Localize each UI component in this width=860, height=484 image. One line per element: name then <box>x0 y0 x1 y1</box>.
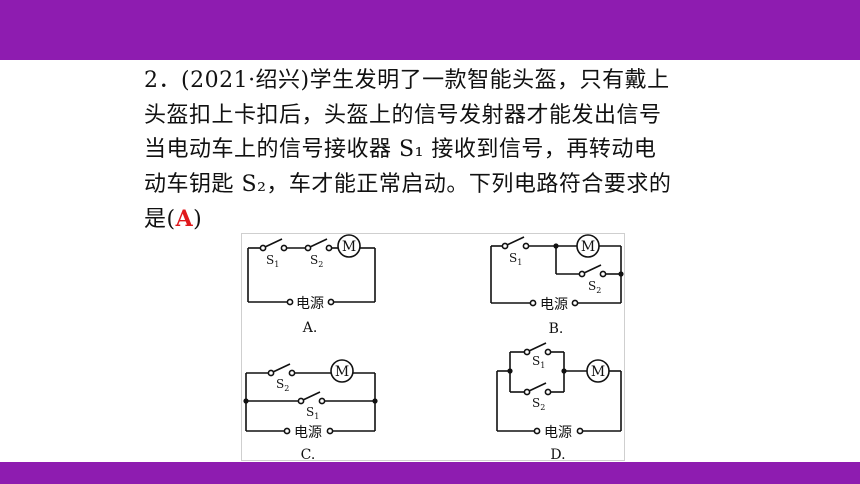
bottom-banner <box>0 462 860 484</box>
switch-label-s2: S2 <box>310 253 323 269</box>
switch-label-s1: S1 <box>306 405 319 421</box>
question-line: 2．(2021·绍兴)学生发明了一款智能头盔，只有戴上 <box>144 68 670 93</box>
option-label-d: D. <box>550 447 565 462</box>
circuit-diagrams: M M M M 电源 电源 电源 电源 A. B. C. D. S1 S2 S1… <box>243 234 624 462</box>
switch-label-s2: S2 <box>532 396 545 412</box>
option-label-b: B. <box>549 321 564 337</box>
motor-label-a: M <box>342 239 356 255</box>
question-text: 2．(2021·绍兴)学生发明了一款智能头盔，只有戴上 头盔扣上卡扣后，头盔上的… <box>144 64 724 238</box>
power-label-d: 电源 <box>544 425 572 441</box>
power-label-b: 电源 <box>540 297 568 313</box>
circuit-a <box>247 234 376 306</box>
top-banner <box>0 0 860 60</box>
answer-suffix: ) <box>193 207 203 232</box>
switch-label-s1: S1 <box>509 251 522 267</box>
motor-label-d: M <box>591 364 605 380</box>
question-line-last: 是(A) <box>144 202 724 238</box>
motor-label-c: M <box>335 364 349 380</box>
option-label-a: A. <box>302 320 318 336</box>
answer-letter: A <box>175 206 194 232</box>
switch-label-s2: S2 <box>276 377 289 393</box>
power-label-a: 电源 <box>296 296 324 312</box>
option-label-c: C. <box>301 447 316 462</box>
question-line: 当电动车上的信号接收器 S₁ 接收到信号，再转动电 <box>144 137 657 162</box>
answer-prefix: 是( <box>144 207 176 232</box>
power-label-c: 电源 <box>294 425 322 441</box>
switch-label-s1: S1 <box>266 253 279 269</box>
question-line: 动车钥匙 S₂，车才能正常启动。下列电路符合要求的 <box>144 171 672 197</box>
circuit-c <box>243 359 378 435</box>
switch-label-s2: S2 <box>588 279 601 295</box>
circuit-b <box>490 234 624 307</box>
motor-label-b: M <box>581 239 595 255</box>
circuit-figure: M M M M 电源 电源 电源 电源 A. B. C. D. S1 S2 S1… <box>241 233 625 462</box>
circuit-d <box>496 342 622 435</box>
question-line: 头盔扣上卡扣后，头盔上的信号发射器才能发出信号 <box>144 102 662 128</box>
switch-label-s1: S1 <box>532 354 545 370</box>
